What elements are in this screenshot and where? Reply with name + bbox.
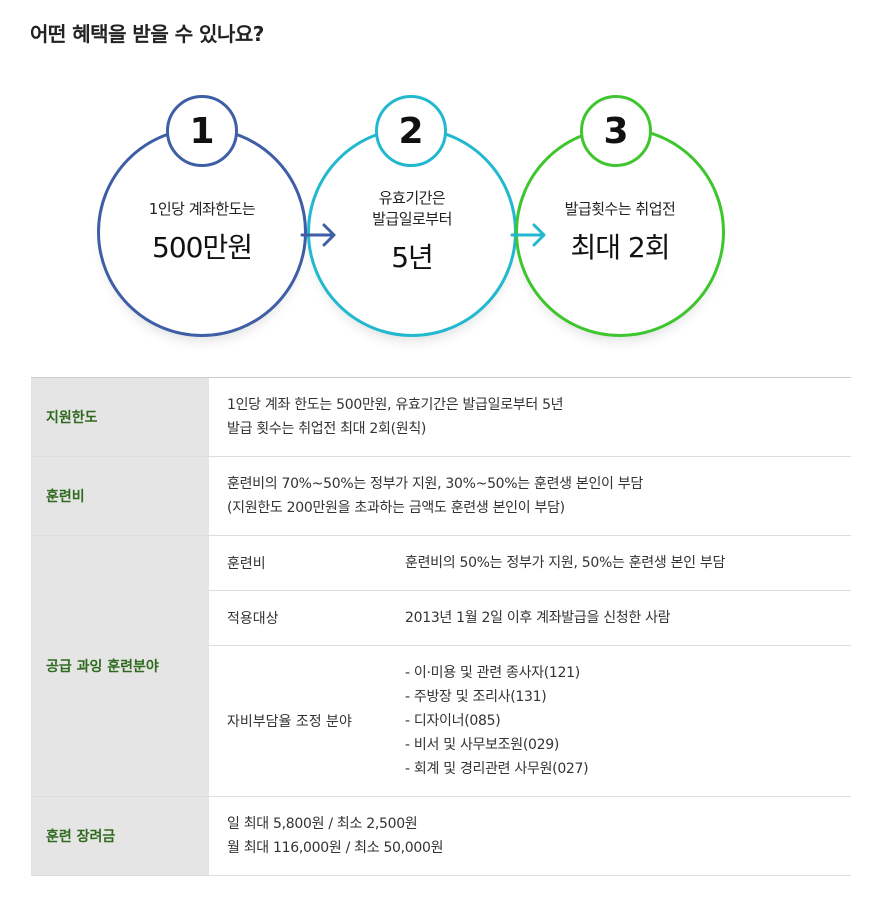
table-row-limit: 지원한도 1인당 계좌 한도는 500만원, 유효기간은 발급일로부터 5년 발… [31, 378, 851, 457]
table-row-oversupply: 공급 과잉 훈련분야 훈련비 훈련비의 50%는 정부가 지원, 50%는 훈련… [31, 536, 851, 797]
row-header-oversupply: 공급 과잉 훈련분야 [31, 536, 209, 796]
benefit-steps: 1인당 계좌한도는 500만원 유효기간은 발급일로부터 5년 발급횟수는 취업… [0, 0, 877, 360]
sub-value-line: - 디자이너(085) [405, 713, 501, 729]
sub-row-value: 훈련비의 50%는 정부가 지원, 50%는 훈련생 본인 부담 [405, 536, 851, 590]
step-1-text: 1인당 계좌한도는 [148, 199, 256, 218]
cost-line-2: (지원한도 200만원을 초과하는 금액도 훈련생 본인이 부담) [227, 500, 565, 516]
sub-value-line: - 회계 및 경리관련 사무원(027) [405, 761, 589, 777]
row-content-limit: 1인당 계좌 한도는 500만원, 유효기간은 발급일로부터 5년 발급 횟수는… [209, 378, 851, 456]
arrow-right-icon [510, 223, 546, 247]
row-content-cost: 훈련비의 70%~50%는 정부가 지원, 30%~50%는 훈련생 본인이 부… [209, 457, 851, 535]
sub-row-key: 적용대상 [227, 611, 279, 627]
row-header-cost: 훈련비 [31, 457, 209, 535]
step-2-number-badge: 2 [375, 95, 447, 167]
sub-row-value: - 이·미용 및 관련 종사자(121) - 주방장 및 조리사(131) - … [405, 646, 851, 796]
row-content-incentive: 일 최대 5,800원 / 최소 2,500원 월 최대 116,000원 / … [209, 797, 851, 875]
step-2-value: 5년 [391, 241, 434, 274]
sub-row-value: 2013년 1월 2일 이후 계좌발급을 신청한 사람 [405, 591, 851, 645]
sub-value-line: 훈련비의 50%는 정부가 지원, 50%는 훈련생 본인 부담 [405, 555, 726, 571]
sub-value-line: - 이·미용 및 관련 종사자(121) [405, 665, 580, 681]
table-row-incentive: 훈련 장려금 일 최대 5,800원 / 최소 2,500원 월 최대 116,… [31, 797, 851, 876]
page-title: 어떤 혜택을 받을 수 있나요? [30, 22, 264, 46]
sub-row-key: 자비부담율 조정 분야 [227, 714, 352, 730]
arrow-right-icon [300, 223, 336, 247]
step-1-value: 500만원 [152, 230, 253, 264]
sub-row: 자비부담율 조정 분야 - 이·미용 및 관련 종사자(121) - 주방장 및… [209, 646, 851, 796]
table-row-cost: 훈련비 훈련비의 70%~50%는 정부가 지원, 30%~50%는 훈련생 본… [31, 457, 851, 536]
row-header-limit: 지원한도 [31, 378, 209, 456]
step-3-value: 최대 2회 [570, 230, 671, 264]
limit-line-2: 발급 횟수는 취업전 최대 2회(원칙) [227, 421, 427, 437]
row-header-incentive: 훈련 장려금 [31, 797, 209, 875]
limit-line-1: 1인당 계좌 한도는 500만원, 유효기간은 발급일로부터 5년 [227, 397, 564, 413]
sub-value-line: - 비서 및 사무보조원(029) [405, 737, 559, 753]
sub-row: 훈련비 훈련비의 50%는 정부가 지원, 50%는 훈련생 본인 부담 [209, 536, 851, 591]
step-1-number-badge: 1 [166, 95, 238, 167]
sub-row-key: 훈련비 [227, 556, 266, 572]
cost-line-1: 훈련비의 70%~50%는 정부가 지원, 30%~50%는 훈련생 본인이 부… [227, 476, 643, 492]
step-3-text: 발급횟수는 취업전 [564, 199, 676, 218]
step-3-circle: 발급횟수는 취업전 최대 2회 [515, 127, 725, 337]
benefit-table: 지원한도 1인당 계좌 한도는 500만원, 유효기간은 발급일로부터 5년 발… [31, 377, 851, 876]
sub-row: 적용대상 2013년 1월 2일 이후 계좌발급을 신청한 사람 [209, 591, 851, 646]
sub-value-line: 2013년 1월 2일 이후 계좌발급을 신청한 사람 [405, 610, 671, 626]
step-2-text-1: 유효기간은 [378, 189, 446, 207]
step-2-text-2: 발급일로부터 [372, 210, 452, 228]
incentive-line-1: 일 최대 5,800원 / 최소 2,500원 [227, 816, 418, 832]
incentive-line-2: 월 최대 116,000원 / 최소 50,000원 [227, 840, 444, 856]
step-3-number-badge: 3 [580, 95, 652, 167]
sub-value-line: - 주방장 및 조리사(131) [405, 689, 547, 705]
oversupply-subtable: 훈련비 훈련비의 50%는 정부가 지원, 50%는 훈련생 본인 부담 적용대… [209, 536, 851, 796]
